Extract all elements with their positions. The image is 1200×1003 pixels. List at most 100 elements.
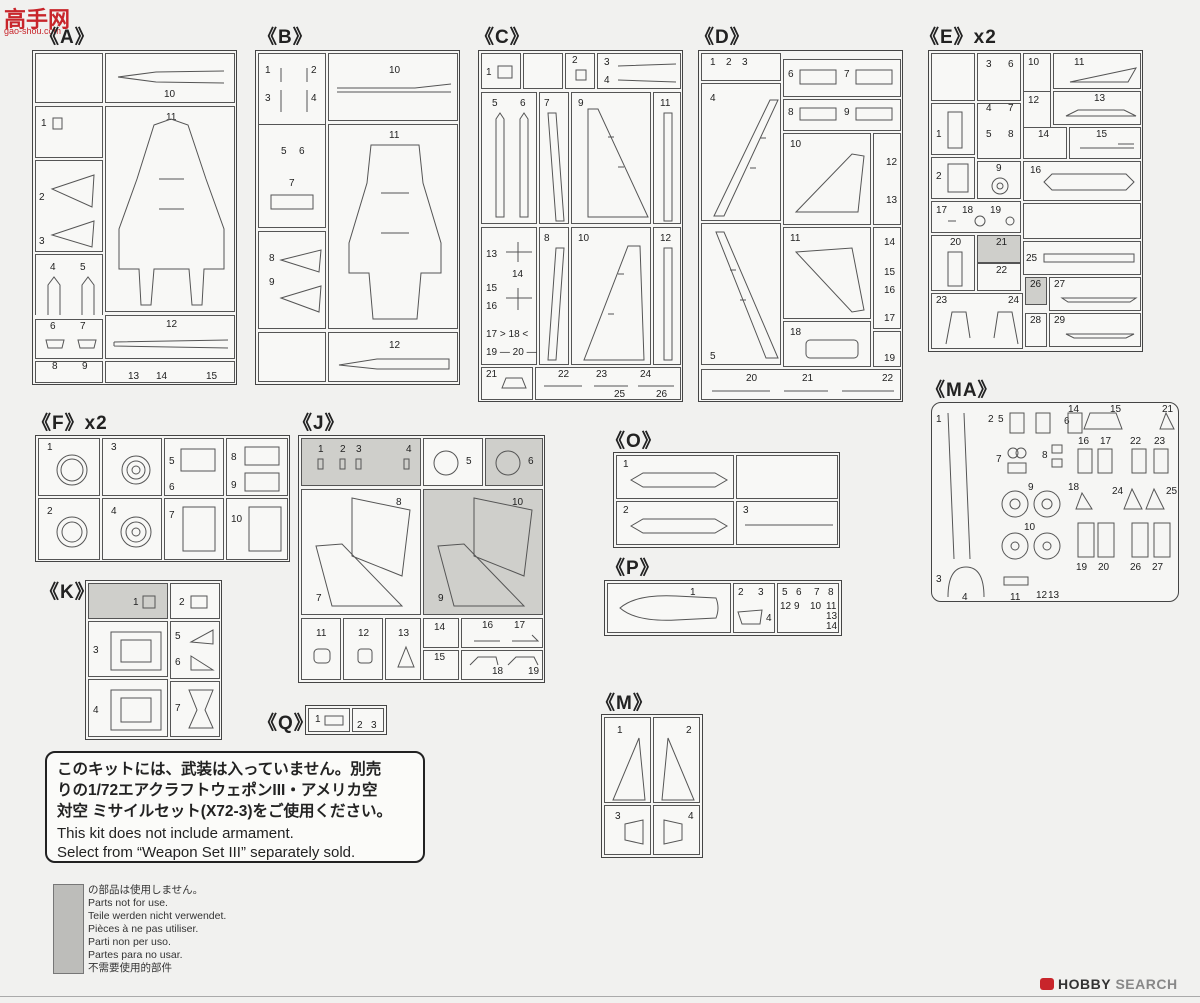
part-number: 4 [93, 705, 99, 716]
part-j-18-19-shape [469, 656, 539, 666]
sprue-o-cell [736, 455, 838, 499]
part-number: 8 [1008, 129, 1014, 140]
notice-en-line: Select from “Weapon Set III” separately … [57, 844, 356, 861]
part-number: 3 [742, 57, 748, 68]
sprue-e-cell: 2 [931, 157, 975, 199]
sprue-j-cell-unused: 6 [485, 438, 543, 486]
sprue-a-cell: 6 7 [35, 319, 103, 359]
part-number: 7 [175, 703, 181, 714]
part-number: 9 [438, 593, 444, 604]
part-number: 18 [790, 327, 802, 338]
sprue-j: 1 2 3 4 5 6 8 7 10 9 11 12 13 14 16 17 [298, 435, 545, 683]
part-number: 1 [315, 714, 321, 725]
part-number: 3 [758, 587, 764, 598]
part-number: 13 [486, 249, 498, 260]
sprue-c: 1 2 3 4 5 6 7 9 11 13 14 15 16 17 > 18 <… [478, 50, 683, 402]
sprue-f-cell: 7 [164, 498, 224, 560]
sprue-b-cell: 12 [328, 332, 458, 382]
part-number: 21 [802, 373, 814, 384]
sprue-e-cell: 14 [1023, 127, 1067, 159]
part-number: 15 [434, 652, 446, 663]
part-d-10-shape [794, 153, 865, 213]
part-number: 12 [1028, 95, 1040, 106]
part-number: 24 [1112, 486, 1124, 497]
part-number: 14 [1068, 404, 1080, 415]
sprue-k-cell: 3 [88, 621, 168, 677]
sprue-a-cell [35, 53, 103, 103]
sprue-e-cell: 22 [977, 263, 1021, 291]
sprue-d-cell: 4 [701, 83, 781, 221]
sprue-p-cell: 2 3 4 [733, 583, 775, 633]
part-number: 4 [710, 93, 716, 104]
part-number: 7 [814, 587, 820, 598]
part-ma-11-shape [1003, 576, 1029, 586]
part-number: 5 [492, 98, 498, 109]
part-j-6-disc-shape [495, 450, 521, 476]
sprue-j-cell: 11 [301, 618, 341, 680]
part-k-5-6-shape [189, 629, 215, 671]
part-b-1-4-shape [280, 68, 308, 112]
sprue-f-cell: 5 6 [164, 438, 224, 496]
part-number: 2 [39, 192, 45, 203]
sprue-ma-etched: 1 2 5 6 14 15 21 7 8 16 17 22 23 9 18 24… [931, 402, 1179, 603]
part-number: 7 [289, 178, 295, 189]
sprue-e-cell: 17 18 19 [931, 201, 1021, 233]
part-o-1-tank-shape [630, 472, 728, 488]
part-a-12-shape [113, 339, 229, 349]
sprue-m-cell: 2 [653, 717, 700, 803]
legend-line: 不需要使用的部件 [88, 962, 172, 974]
part-number: 12 [660, 233, 672, 244]
part-number: 3 [743, 505, 749, 516]
sprue-c-cell: 12 [653, 227, 681, 365]
part-number: 26 [1130, 562, 1142, 573]
part-number: 4 [766, 613, 772, 624]
part-number: 19 — 20 — [486, 347, 537, 358]
part-number: 17 [1100, 436, 1112, 447]
part-number: 3 [111, 442, 117, 453]
part-number: 4 [604, 75, 610, 86]
part-number: 4 [111, 506, 117, 517]
part-ma-8-shape [1051, 444, 1063, 468]
group-label-o: 《O》 [606, 431, 662, 452]
part-ma-1-strip-shape [947, 412, 971, 560]
sprue-e-cell: 20 [931, 235, 975, 291]
part-number: 12 [389, 340, 401, 351]
part-number: 2 [686, 725, 692, 736]
sprue-e-cell: 3 6 [977, 53, 1021, 101]
group-label-q: 《Q》 [258, 713, 314, 734]
part-m-3-shape [624, 819, 644, 845]
part-c-5-6-shape [495, 112, 529, 218]
part-number: 1 [265, 65, 271, 76]
part-number: 24 [1008, 295, 1020, 306]
part-f-4-fan-shape [120, 516, 152, 548]
group-label-p: 《P》 [606, 558, 660, 579]
legend-line: Pièces à ne pas utiliser. [88, 923, 199, 935]
part-number: 6 [169, 482, 175, 493]
notice-jp-line: りの1/72エアクラフトウェポンIII・アメリカ空 [57, 782, 378, 799]
part-number: 2 [47, 506, 53, 517]
part-number: 4 [311, 93, 317, 104]
notice-jp-line: 対空 ミサイルセット(X72-3)をご使用ください。 [57, 803, 392, 820]
sprue-m-cell: 1 [604, 717, 651, 803]
sprue-d-cell: 10 [783, 133, 871, 225]
part-e-16-shape [1043, 173, 1135, 191]
sprue-b-cell: 8 9 [258, 231, 326, 329]
part-ma-24-25-shape [1123, 487, 1165, 510]
part-number: 28 [1030, 315, 1042, 326]
part-number: 9 [794, 601, 800, 612]
part-number: 20 [746, 373, 758, 384]
part-m-2-shape [661, 737, 695, 801]
part-j-16-17-shape [474, 634, 540, 642]
part-number: 29 [1054, 315, 1066, 326]
part-number: 22 [882, 373, 894, 384]
site-logo-subtext: gao-shou.com [4, 26, 62, 36]
part-number: 2 [179, 597, 185, 608]
part-number: 8 [396, 497, 402, 508]
part-j-1-4-shape [317, 458, 410, 470]
part-number: 7 [996, 454, 1002, 465]
part-number: 13 [398, 628, 410, 639]
sprue-k-cell: 7 [170, 681, 220, 737]
part-number: 9 [844, 107, 850, 118]
part-number: 3 [936, 574, 942, 585]
sprue-j-cell: 16 17 [461, 618, 543, 648]
